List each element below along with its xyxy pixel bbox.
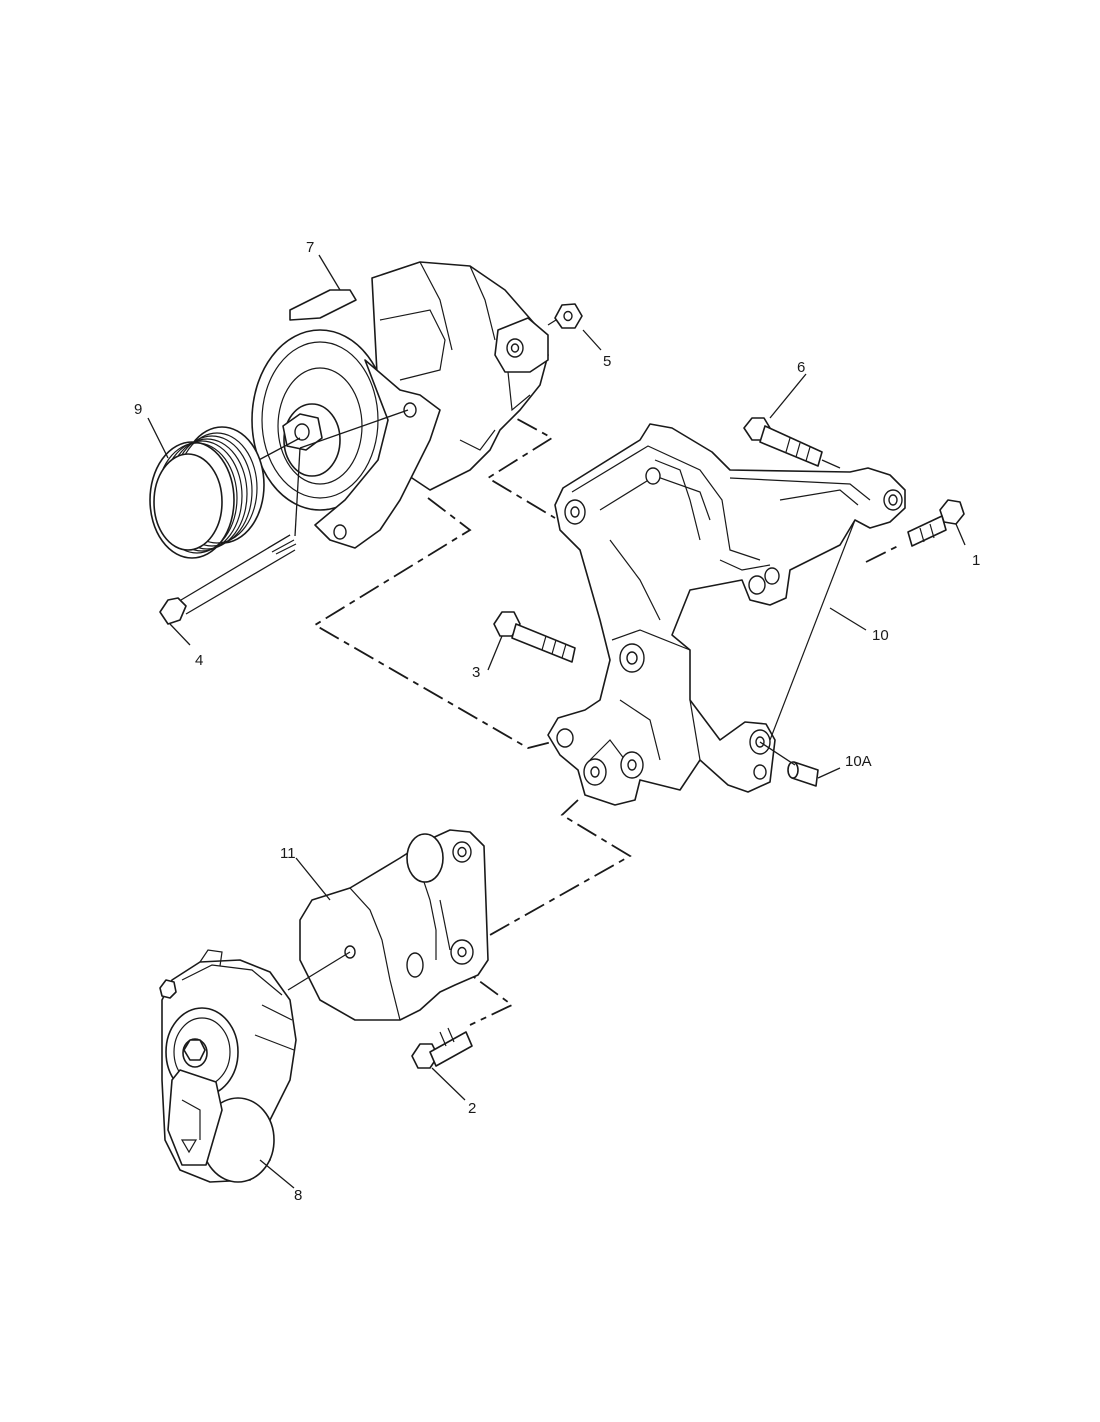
bolt-6	[743, 417, 841, 469]
callout-6: 6	[797, 359, 805, 376]
callout-2: 2	[468, 1100, 476, 1117]
callout-5: 5	[603, 353, 611, 370]
tensioner-bracket-11	[287, 829, 489, 1021]
bolt-3	[493, 611, 576, 663]
pulley-9	[149, 426, 265, 559]
dowel-10a	[759, 741, 819, 787]
belt-tensioner-8	[159, 949, 297, 1183]
bolt-1	[907, 499, 965, 547]
leader-lines	[147, 254, 966, 1189]
callout-1: 1	[972, 552, 980, 569]
nut-5	[547, 303, 583, 329]
callout-3: 3	[472, 664, 480, 681]
long-bolt-4	[159, 409, 409, 625]
callout-8: 8	[294, 1187, 302, 1204]
callout-10: 10	[872, 627, 889, 644]
alternator-7	[251, 261, 549, 549]
callout-10a: 10A	[845, 753, 872, 770]
callouts: 7 9 5 6 1 10 4 3 10A 11 2 8	[134, 239, 980, 1204]
mounting-bracket-10	[547, 423, 906, 806]
callout-11: 11	[280, 845, 296, 862]
callout-7: 7	[306, 239, 314, 256]
callout-9: 9	[134, 401, 142, 418]
callout-4: 4	[195, 652, 203, 669]
bolt-2	[411, 1027, 473, 1069]
